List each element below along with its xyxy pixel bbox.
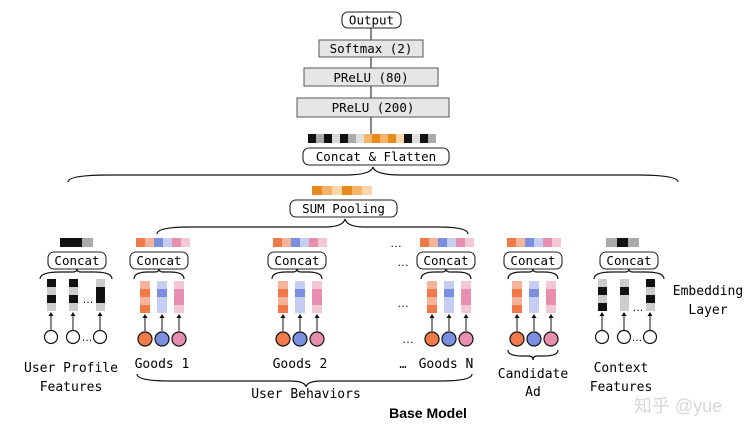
goods-n-concat-node: Concat	[416, 251, 476, 270]
context-label-line2: Features	[590, 380, 653, 395]
user-profile-embeddings: …	[47, 279, 105, 311]
goods-n-label: Goods N	[419, 357, 474, 372]
goods-1-concat-node: Concat	[129, 251, 189, 270]
context-embedding-ellipsis: …	[633, 302, 644, 314]
embedding-layer-label-line1: Embedding	[673, 284, 743, 299]
goods-2-concat-strip	[273, 238, 327, 247]
prelu-200-label: PReLU (200)	[332, 100, 415, 115]
user-profile-concat-strip	[60, 238, 93, 247]
context-inputs	[594, 329, 658, 345]
goods-ellipsis-embeddings: …	[397, 296, 409, 310]
goods-2-label: Goods 2	[273, 357, 328, 372]
goods-n-small-brace	[420, 268, 472, 280]
candidate-ad-bottom-brace	[507, 349, 559, 361]
candidate-ad-small-brace	[507, 268, 559, 280]
context-concat-label: Concat	[606, 253, 651, 268]
goods-2-small-brace	[271, 268, 323, 280]
input-arrows	[50, 313, 651, 331]
candidate-ad-label-line2: Ad	[525, 385, 541, 400]
goods-2-concat-node: Concat	[267, 251, 327, 270]
context-small-brace	[593, 268, 665, 280]
context-input-ellipsis: …	[632, 332, 643, 344]
goods-n-concat-strip	[420, 238, 474, 247]
candidate-ad-concat-label: Concat	[510, 253, 555, 268]
goods-ellipsis-inputs: …	[402, 332, 414, 346]
candidate-ad-embeddings	[512, 281, 556, 313]
candidate-ad-concat-strip	[507, 238, 561, 247]
sum-pooling-node: SUM Pooling	[289, 199, 398, 218]
goods-2-concat-label: Concat	[274, 253, 319, 268]
sum-pooling-brace	[156, 218, 469, 235]
concat-flatten-label: Concat & Flatten	[316, 149, 436, 164]
user-profile-label-line1: User Profile	[24, 361, 118, 376]
goods-2-embeddings	[278, 281, 322, 313]
candidate-ad-inputs	[509, 331, 559, 347]
goods-ellipsis-label: …	[399, 357, 406, 371]
candidate-ad-label-line1: Candidate	[498, 367, 569, 382]
sum-pooling-strip	[312, 186, 372, 195]
user-profile-embedding-ellipsis: …	[83, 294, 94, 306]
context-embeddings: …	[598, 279, 655, 314]
user-behaviors-brace	[136, 373, 473, 388]
top-brace	[67, 166, 679, 183]
user-profile-small-brace	[39, 268, 113, 280]
sum-pooling-label: SUM Pooling	[302, 201, 385, 216]
goods-ellipsis-top: …	[390, 236, 402, 250]
input-arrowheads	[48, 312, 653, 318]
softmax-layer: Softmax (2)	[318, 39, 424, 58]
user-profile-label-line2: Features	[40, 380, 103, 395]
user-profile-concat-node: Concat	[47, 251, 107, 270]
flatten-embedding-strip	[308, 134, 436, 143]
goods-n-embeddings	[427, 281, 471, 313]
user-profile-input-ellipsis: …	[82, 332, 93, 344]
candidate-ad-concat-node: Concat	[503, 251, 563, 270]
goods-1-concat-strip	[136, 238, 190, 247]
goods-2-inputs	[275, 331, 325, 347]
context-concat-node: Concat	[599, 251, 659, 270]
goods-1-small-brace	[133, 268, 185, 280]
user-profile-inputs	[43, 329, 108, 345]
goods-1-label: Goods 1	[135, 357, 190, 372]
output-label: Output	[349, 13, 394, 28]
goods-1-concat-label: Concat	[136, 253, 181, 268]
user-behaviors-label: User Behaviors	[251, 387, 361, 402]
zhihu-watermark: 知乎 @yue	[634, 396, 722, 416]
goods-ellipsis-concat: …	[397, 255, 409, 269]
prelu-200-layer: PReLU (200)	[296, 97, 450, 118]
user-profile-concat-label: Concat	[54, 253, 99, 268]
goods-n-inputs	[424, 331, 474, 347]
prelu-80-label: PReLU (80)	[333, 70, 408, 85]
base-model-caption: Base Model	[389, 405, 467, 421]
context-concat-strip	[606, 238, 639, 247]
softmax-label: Softmax (2)	[330, 41, 413, 56]
goods-1-embeddings	[140, 281, 184, 313]
prelu-80-layer: PReLU (80)	[303, 67, 439, 87]
goods-n-concat-label: Concat	[423, 253, 468, 268]
output-node: Output	[341, 11, 402, 29]
context-label-line1: Context	[594, 361, 649, 376]
goods-1-inputs	[137, 331, 187, 347]
embedding-layer-label-line2: Layer	[688, 303, 727, 318]
concat-flatten-node: Concat & Flatten	[302, 147, 450, 166]
